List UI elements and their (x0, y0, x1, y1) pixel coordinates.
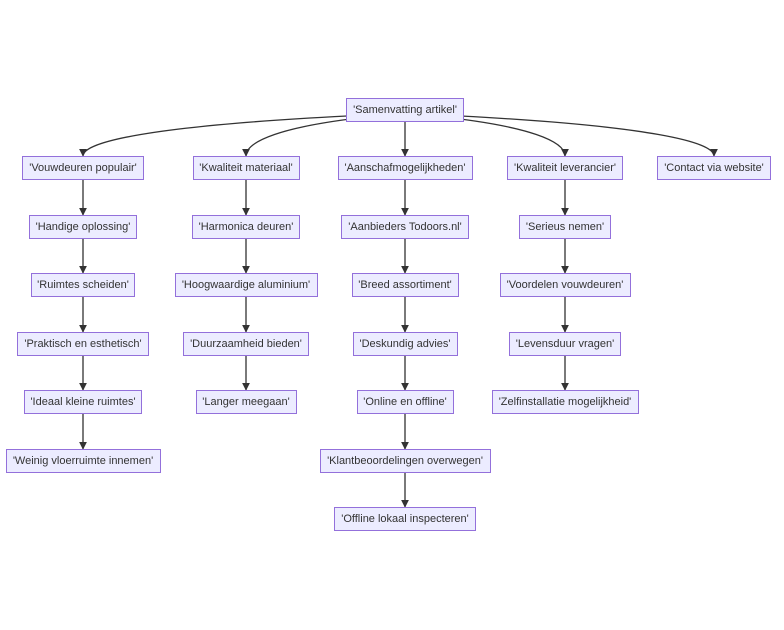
node-b1-5: 'Weinig vloerruimte innemen' (5, 449, 161, 473)
node-b3-3: 'Deskundig advies' (352, 332, 458, 356)
node-root: 'Samenvatting artikel' (346, 98, 464, 122)
node-b4-4: 'Zelfinstallatie mogelijkheid' (491, 390, 639, 414)
node-b1-0: 'Vouwdeuren populair' (22, 156, 144, 180)
node-b1-4: 'Ideaal kleine ruimtes' (24, 390, 142, 414)
node-b3-6: 'Offline lokaal inspecteren' (334, 507, 476, 531)
node-b1-1: 'Handige oplossing' (29, 215, 137, 239)
node-b3-2: 'Breed assortiment' (351, 273, 459, 297)
node-b2-0: 'Kwaliteit materiaal' (192, 156, 300, 180)
node-b3-1: 'Aanbieders Todoors.nl' (341, 215, 469, 239)
node-b1-3: 'Praktisch en esthetisch' (17, 332, 149, 356)
node-b4-1: 'Serieus nemen' (519, 215, 611, 239)
node-b3-5: 'Klantbeoordelingen overwegen' (319, 449, 491, 473)
node-b1-2: 'Ruimtes scheiden' (31, 273, 135, 297)
node-b3-4: 'Online en offline' (356, 390, 454, 414)
node-b2-2: 'Hoogwaardige aluminium' (174, 273, 318, 297)
node-b4-0: 'Kwaliteit leverancier' (507, 156, 623, 180)
node-b4-3: 'Levensduur vragen' (509, 332, 621, 356)
node-b5-0: 'Contact via website' (657, 156, 771, 180)
node-b2-4: 'Langer meegaan' (195, 390, 297, 414)
edge-root-b5-0 (460, 115, 718, 157)
node-b2-3: 'Duurzaamheid bieden' (183, 332, 309, 356)
edge-root-b4-0 (433, 115, 569, 157)
node-b2-1: 'Harmonica deuren' (192, 215, 300, 239)
edge-root-b1-0 (79, 115, 348, 157)
node-b4-2: 'Voordelen vouwdeuren' (499, 273, 631, 297)
edge-root-b2-0 (242, 115, 377, 157)
node-b3-0: 'Aanschafmogelijkheden' (337, 156, 473, 180)
